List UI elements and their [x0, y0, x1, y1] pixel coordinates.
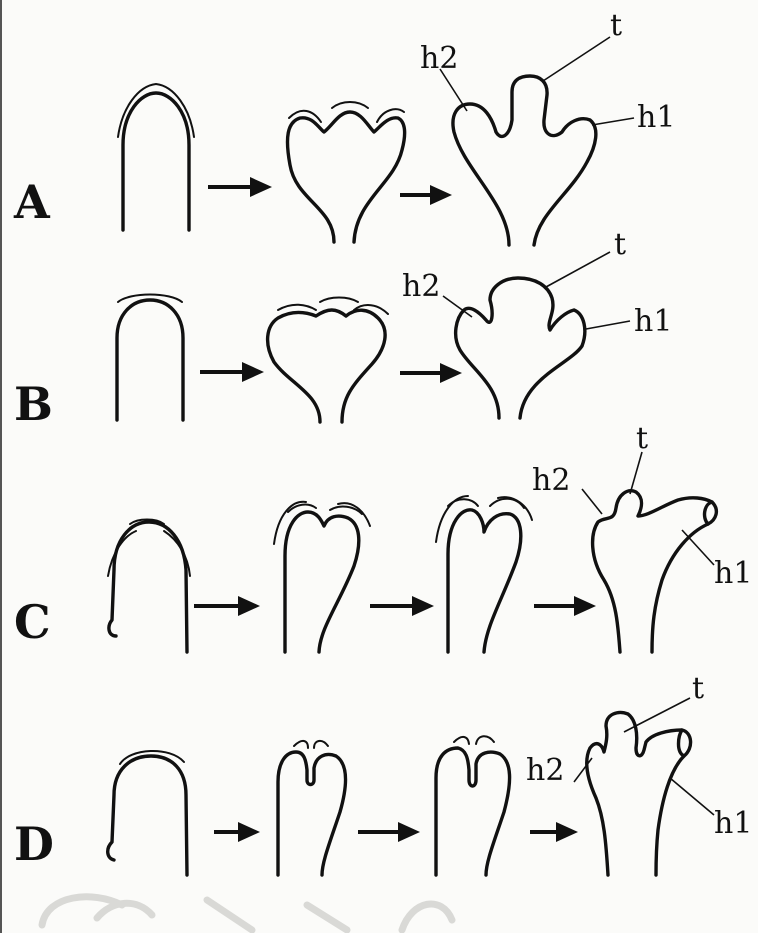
h1-label-b: h1 — [634, 304, 672, 339]
stage-b3-branched — [456, 278, 585, 418]
row-d: D — [14, 671, 752, 875]
stage-a1-dome — [118, 84, 194, 230]
row-a: A t h2 h1 — [13, 8, 675, 245]
stage-c3 — [436, 496, 532, 652]
h2-label-d: h2 — [526, 753, 564, 788]
h2-label-a: h2 — [420, 41, 458, 76]
arrow-d3 — [530, 822, 578, 842]
arrow-b2 — [400, 363, 462, 383]
arrow-c3 — [534, 596, 596, 616]
stage-d1-dome — [108, 751, 187, 875]
stage-c4-branched — [593, 491, 717, 652]
stage-d4-branched — [587, 713, 691, 876]
tip-label-d: t — [692, 671, 704, 706]
h1-label-a: h1 — [637, 100, 675, 135]
row-label-d: D — [14, 817, 54, 871]
h2-label-c: h2 — [532, 463, 570, 498]
watermark — [42, 897, 452, 930]
row-label-a: A — [13, 175, 51, 229]
arrow-a1 — [208, 177, 272, 197]
stage-a3-branched — [453, 76, 596, 245]
row-b: B t h2 h1 — [14, 227, 672, 431]
stage-d3 — [436, 736, 510, 875]
stage-c1-dome — [108, 520, 190, 653]
tip-label-b: t — [614, 227, 626, 262]
arrow-d2 — [358, 822, 420, 842]
tip-label-c: t — [636, 421, 648, 456]
row-label-b: B — [14, 377, 53, 431]
arrow-a2 — [400, 185, 452, 205]
row-c: C — [14, 421, 752, 652]
labels-a: t h2 h1 — [420, 8, 675, 135]
stage-a2-flattened — [287, 102, 404, 242]
h1-label-d: h1 — [714, 806, 752, 841]
stage-b2-flattened — [268, 298, 388, 423]
h2-label-b: h2 — [402, 269, 440, 304]
arrow-d1 — [214, 822, 260, 842]
stage-c2 — [274, 502, 370, 652]
arrow-c2 — [370, 596, 434, 616]
arrow-c1 — [194, 596, 260, 616]
h1-label-c: h1 — [714, 556, 752, 591]
tip-label-a: t — [610, 8, 622, 43]
stage-d2 — [278, 741, 346, 875]
arrow-b1 — [200, 362, 264, 382]
stage-b1-dome — [117, 295, 183, 421]
row-label-c: C — [14, 595, 51, 649]
